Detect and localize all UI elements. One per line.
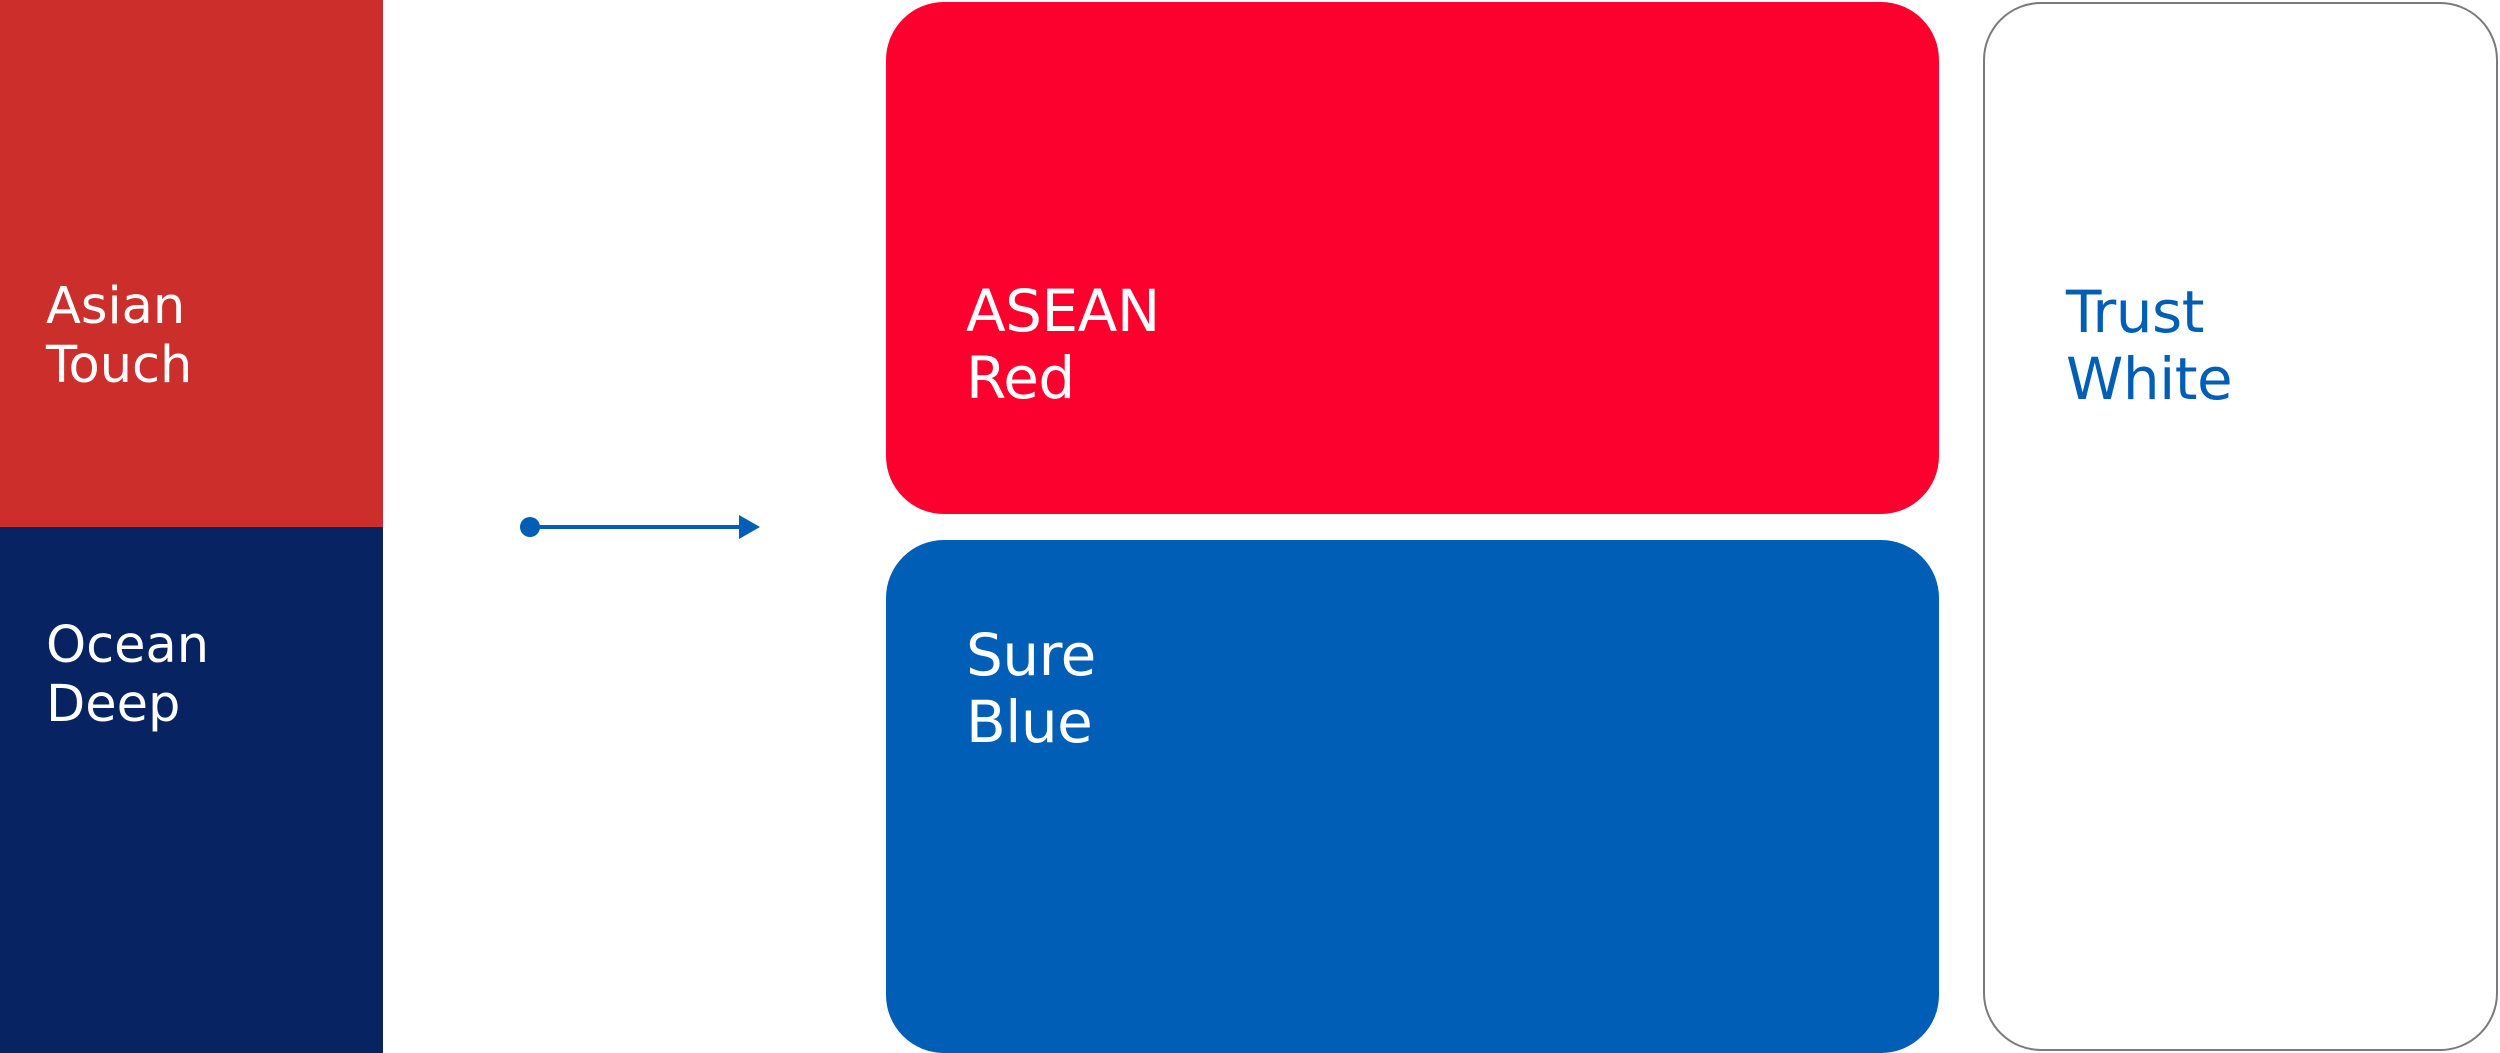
swatch-label-line-2: Touch	[46, 335, 193, 395]
swatch-sure-blue: Sure Blue	[886, 540, 1939, 1053]
swatch-label-line-1: Trust	[2066, 278, 2204, 346]
swatch-label-line-2: Blue	[966, 687, 1093, 756]
arrow-head	[739, 515, 760, 539]
swatch-ocean-deep: Ocean Deep	[0, 527, 383, 1053]
swatch-label: Ocean Deep	[46, 616, 210, 734]
swatch-label: Sure Blue	[966, 622, 1096, 755]
swatch-label-line-2: Deep	[46, 674, 181, 734]
swatch-trust-white: Trust White	[1983, 2, 2498, 1051]
swatch-label: Asian Touch	[46, 277, 193, 395]
swatch-asean-red: ASEAN Red	[886, 2, 1939, 514]
swatch-label-line-1: Ocean	[46, 616, 210, 675]
swatch-label-line-1: ASEAN	[966, 277, 1160, 345]
swatch-label-line-2: Red	[966, 343, 1075, 412]
swatch-label-line-1: Asian	[46, 277, 186, 336]
transition-arrow-icon	[520, 515, 760, 539]
swatch-label: ASEAN Red	[966, 278, 1160, 411]
swatch-label-line-2: White	[2066, 344, 2233, 413]
swatch-asian-touch: Asian Touch	[0, 0, 383, 527]
swatch-label-line-1: Sure	[966, 621, 1096, 689]
swatch-label: Trust White	[2066, 278, 2233, 413]
